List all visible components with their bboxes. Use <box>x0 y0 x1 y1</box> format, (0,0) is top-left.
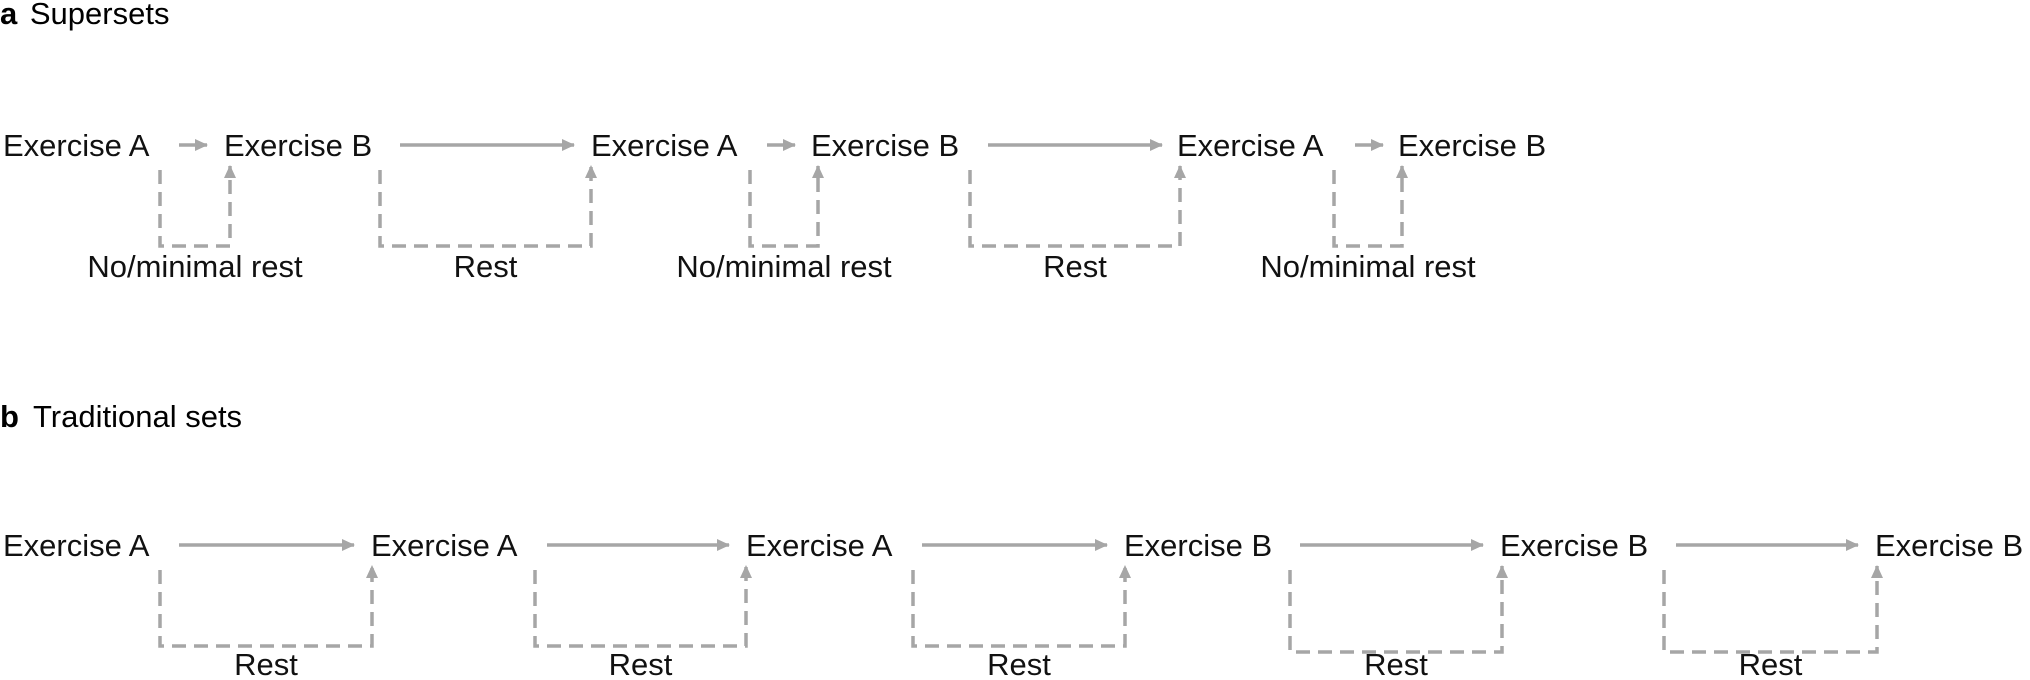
panel_a-node-6: Exercise B <box>1398 128 1546 163</box>
panel_b-rest-loop-3 <box>911 565 1131 648</box>
panel_b-node-6: Exercise B <box>1875 528 2023 563</box>
panel_b-node-3: Exercise A <box>746 528 893 563</box>
panel_b-node-2: Exercise A <box>371 528 518 563</box>
panel_b-node-1: Exercise A <box>3 528 150 563</box>
panel_a-node-1: Exercise A <box>3 128 150 163</box>
panel_b-rest-loop-4 <box>1288 565 1508 654</box>
panel_a-rest-loop-2 <box>378 165 597 248</box>
panel_a-node-2: Exercise B <box>224 128 372 163</box>
panel_a-rest-loop-1 <box>158 165 236 248</box>
panel-b-heading: b Traditional sets <box>0 399 242 434</box>
panel_b-rest-loop-5 <box>1662 565 1883 654</box>
panel-a-flow: Exercise A Exercise B Exercise A Exercise B… <box>3 128 1546 284</box>
panel_b-loop-label-4: Rest <box>1364 647 1428 680</box>
panel_b-rest-loop-2 <box>533 565 752 648</box>
panel_a-node-3: Exercise A <box>591 128 738 163</box>
panel_a-rest-loop-3 <box>748 165 824 248</box>
panel_a-rest-loop-4 <box>968 165 1186 248</box>
panel-a-heading: a Supersets <box>0 0 169 31</box>
panel_b-node-5: Exercise B <box>1500 528 1648 563</box>
panel-a-letter: a <box>0 0 18 31</box>
panel_b-node-4: Exercise B <box>1124 528 1272 563</box>
panel_b-loop-label-5: Rest <box>1739 647 1803 680</box>
panel_b-loop-label-2: Rest <box>609 647 673 680</box>
panel_a-loop-label-4: Rest <box>1043 249 1107 284</box>
panel_a-node-5: Exercise A <box>1177 128 1324 163</box>
panel_a-loop-label-2: Rest <box>454 249 518 284</box>
panel_a-node-4: Exercise B <box>811 128 959 163</box>
panel_b-loop-label-3: Rest <box>987 647 1051 680</box>
panel-b-flow: Exercise A Exercise A Exercise A Exercise B… <box>3 528 2023 680</box>
panel_a-rest-loop-5 <box>1332 165 1408 248</box>
panel_b-rest-loop-1 <box>158 565 378 648</box>
panel-b-title: Traditional sets <box>33 399 242 434</box>
panel_b-loop-label-1: Rest <box>234 647 298 680</box>
panel_a-loop-label-1: No/minimal rest <box>87 249 303 284</box>
panel_a-loop-label-3: No/minimal rest <box>676 249 892 284</box>
panel-b-letter: b <box>0 399 19 434</box>
panel-a-title: Supersets <box>30 0 170 31</box>
panel_a-loop-label-5: No/minimal rest <box>1260 249 1476 284</box>
